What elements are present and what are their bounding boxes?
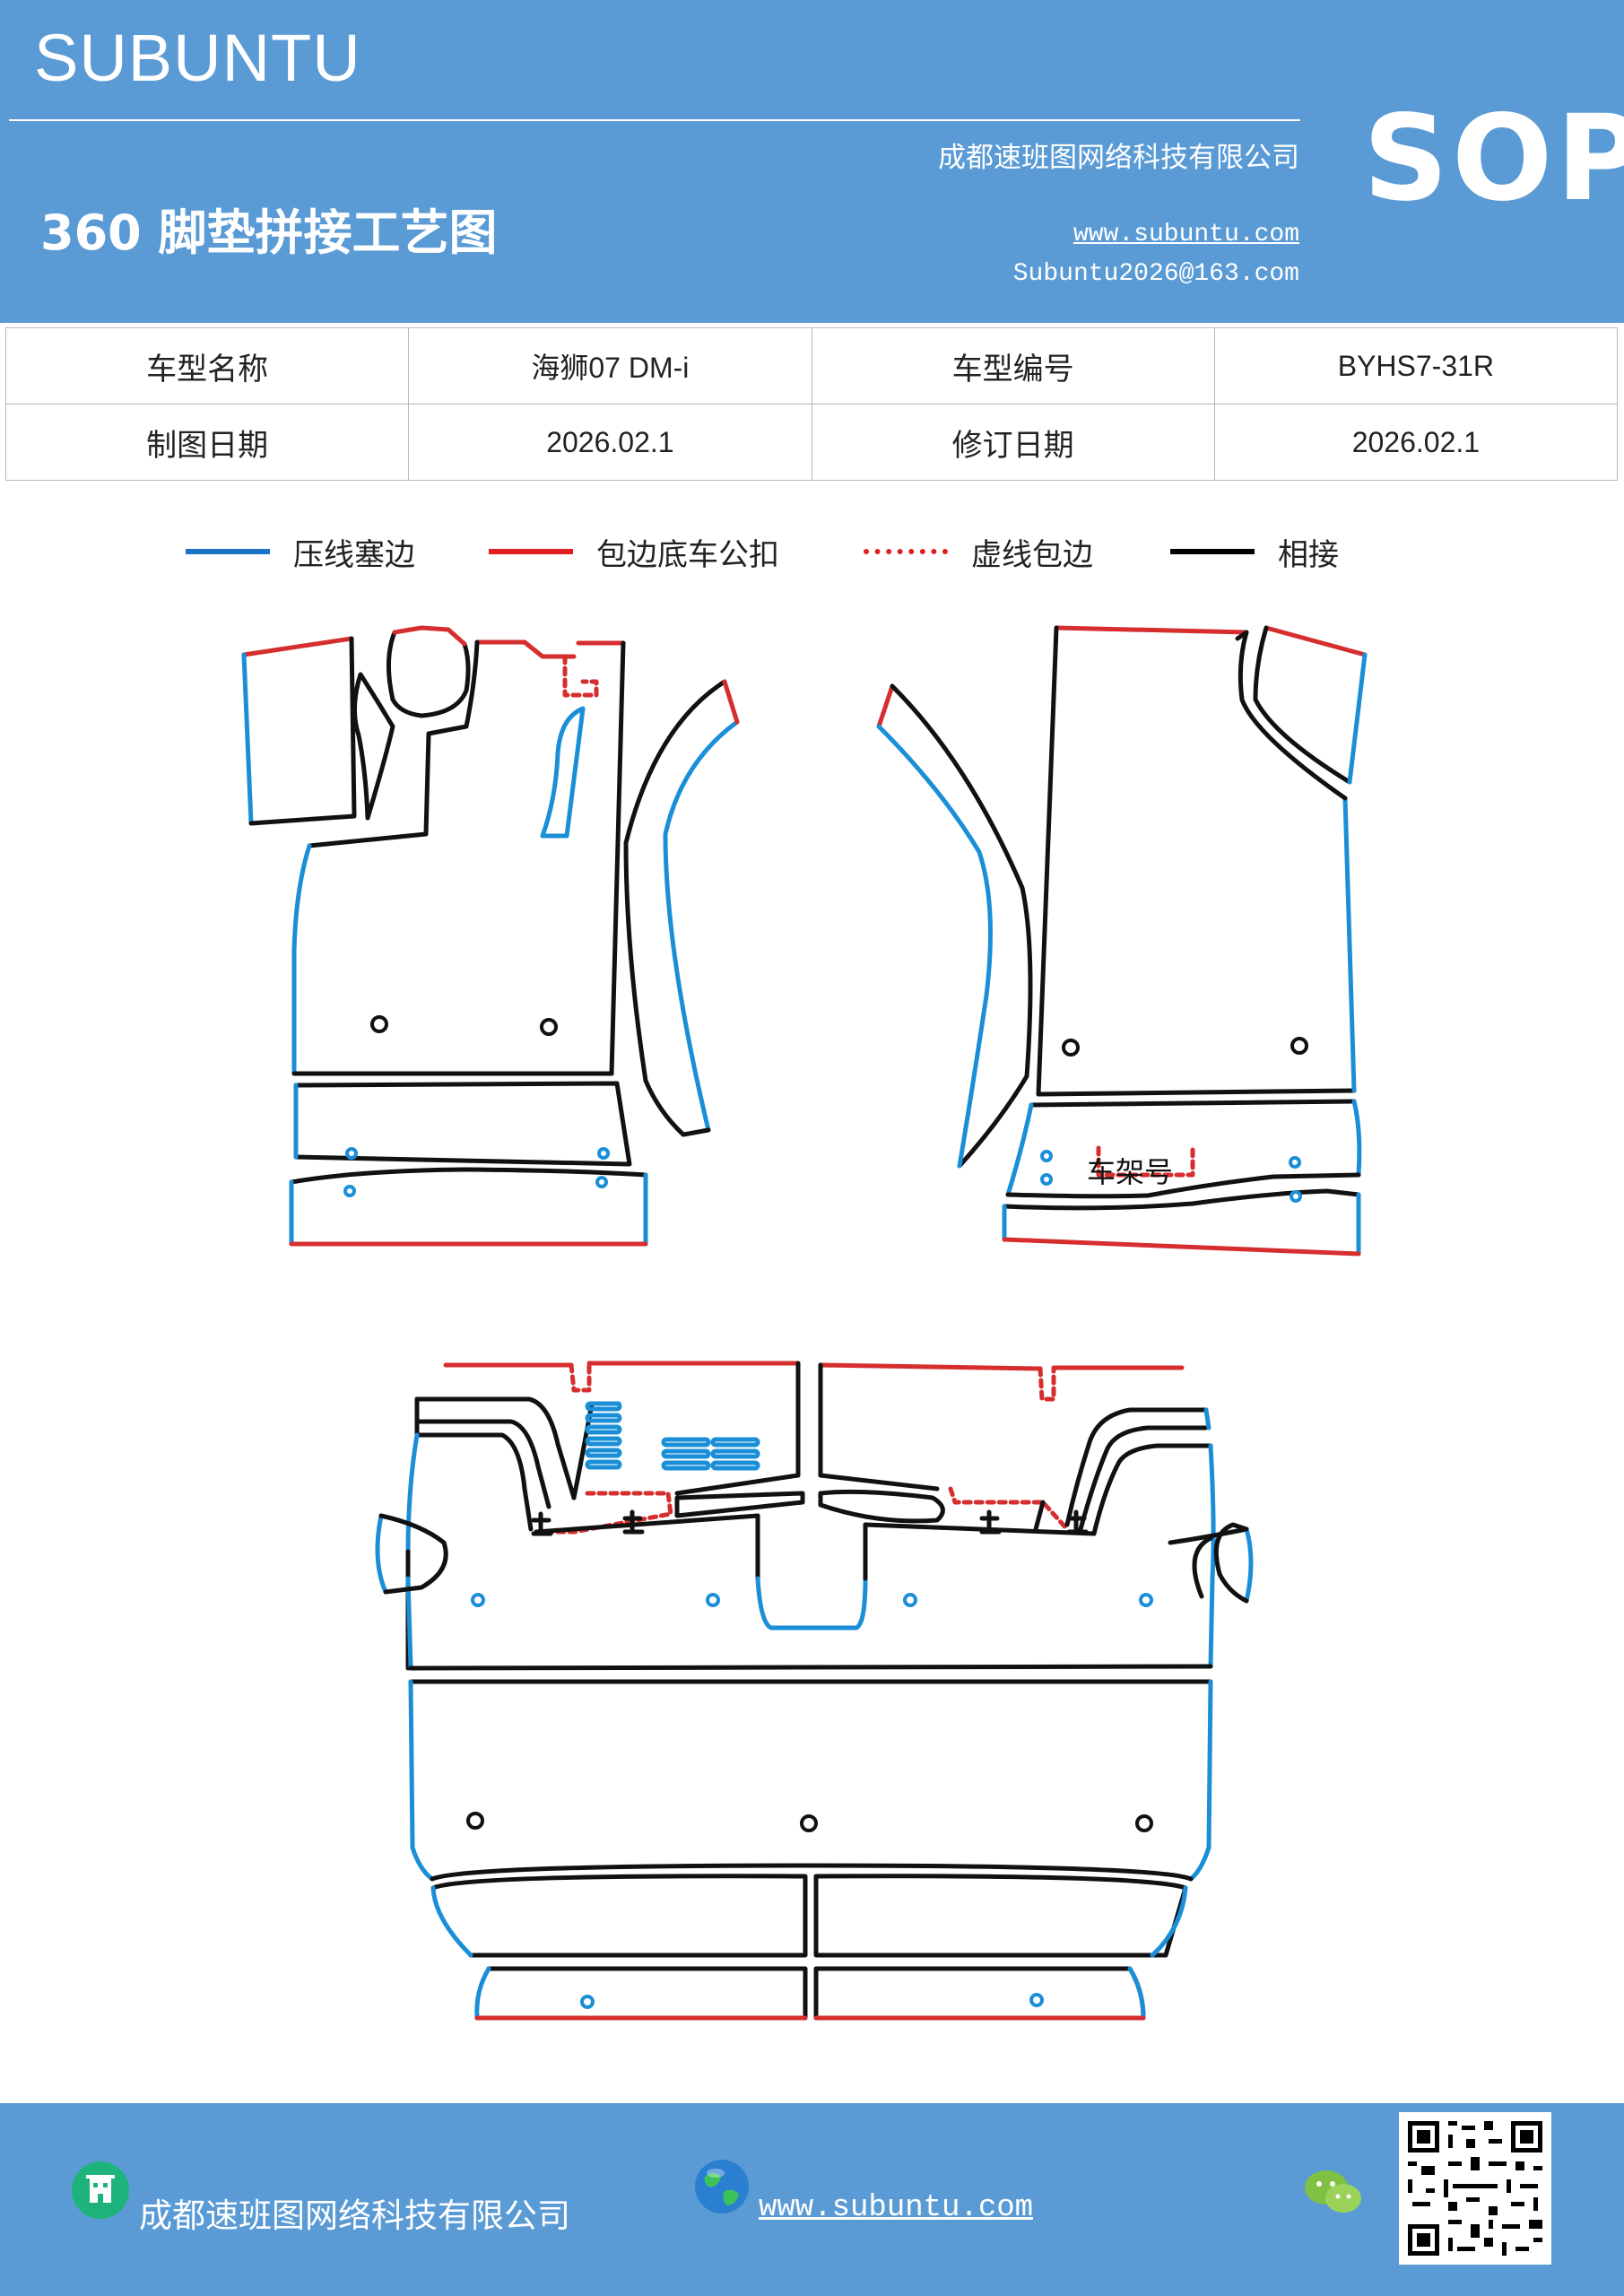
legend-item-red-dashed: 虚线包边	[864, 525, 1093, 578]
legend-label: 压线塞边	[293, 536, 415, 573]
header-website-link[interactable]: www.subuntu.com	[1073, 221, 1299, 248]
legend-dashed-line	[864, 549, 948, 554]
footer-website-link[interactable]: www.subuntu.com	[759, 2191, 1034, 2225]
draw-date-label: 制图日期	[4, 404, 410, 481]
footer-banner: 成都速班图网络科技有限公司 www.subuntu.com	[0, 2103, 1624, 2296]
frame-number-label: 车架号	[1087, 1155, 1173, 1189]
draw-date-value: 2026.02.1	[408, 404, 812, 481]
revise-date-label: 修订日期	[811, 404, 1215, 481]
legend-black-line	[1170, 549, 1255, 554]
legend-item-red: 包边底车公扣	[489, 525, 779, 578]
vent-lines-left	[585, 1401, 760, 1471]
qr-code	[1399, 2112, 1551, 2265]
legend-label: 相接	[1278, 536, 1339, 573]
legend-item-black: 相接	[1170, 525, 1339, 578]
table-row: 制图日期 2026.02.1 修订日期 2026.02.1	[4, 404, 1619, 481]
page-title: 360 脚垫拼接工艺图	[40, 204, 498, 261]
header-company: 成都速班图网络科技有限公司	[938, 142, 1299, 173]
revise-date-value: 2026.02.1	[1213, 404, 1619, 481]
model-name-value: 海狮07 DM-i	[408, 327, 812, 404]
front-left-mat	[241, 625, 740, 1247]
header-divider	[9, 119, 1300, 121]
footer-company: 成都速班图网络科技有限公司	[139, 2198, 570, 2235]
front-right-mat: 车架号	[876, 625, 1368, 1257]
table-row: 车型名称 海狮07 DM-i 车型编号 BYHS7-31R	[4, 327, 1619, 404]
building-icon	[72, 2161, 129, 2219]
legend-label: 包边底车公扣	[596, 536, 779, 573]
legend-item-blue: 压线塞边	[186, 525, 415, 578]
legend-red-line	[489, 549, 573, 554]
legend-label: 虚线包边	[971, 536, 1093, 573]
sop-badge: SOP	[1363, 90, 1624, 228]
legend: 压线塞边 包边底车公扣 虚线包边 相接	[0, 525, 1624, 578]
wechat-icon	[1302, 2166, 1365, 2220]
legend-blue-line	[186, 549, 270, 554]
header-email[interactable]: Subuntu2026@163.com	[1012, 260, 1299, 288]
model-code-value: BYHS7-31R	[1213, 327, 1619, 404]
vehicle-info-table: 车型名称 海狮07 DM-i 车型编号 BYHS7-31R 制图日期 2026.…	[4, 327, 1619, 481]
rear-mat	[375, 1361, 1254, 2021]
header-banner: SUBUNTU 成都速班图网络科技有限公司 360 脚垫拼接工艺图 www.su…	[0, 0, 1624, 323]
model-name-label: 车型名称	[4, 327, 410, 404]
floor-mat-diagram: .b{stroke:#1a8fd8;stroke-width:5;fill:no…	[241, 625, 1368, 2021]
brand-name: SUBUNTU	[34, 21, 361, 95]
globe-icon	[692, 2157, 751, 2216]
model-code-label: 车型编号	[811, 327, 1215, 404]
